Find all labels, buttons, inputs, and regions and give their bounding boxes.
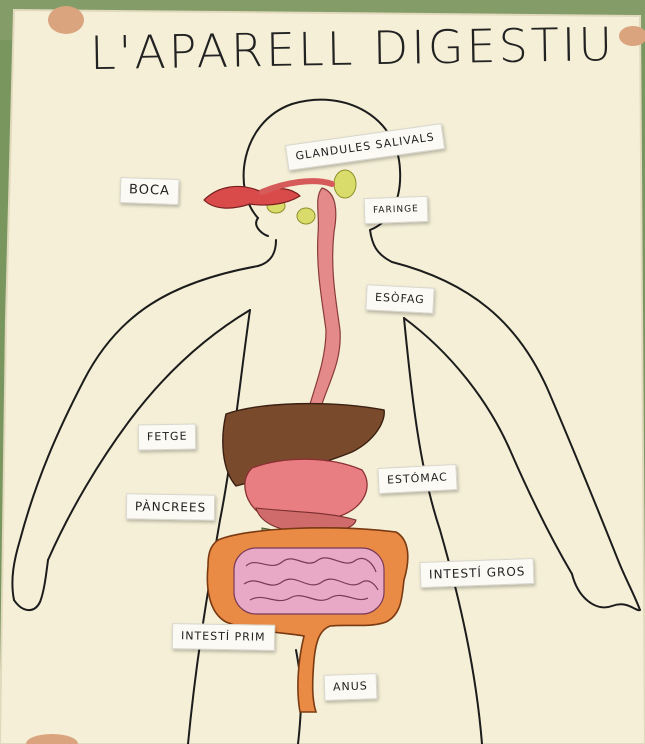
label-small-intestine: INTESTÍ PRIM bbox=[172, 623, 275, 651]
label-pancreas: PÀNCREES bbox=[126, 493, 216, 521]
label-liver: FETGE bbox=[138, 423, 197, 450]
label-mouth: BOCA bbox=[120, 177, 180, 205]
label-stomach: ESTÓMAC bbox=[377, 464, 457, 494]
finger-top-left bbox=[48, 6, 84, 34]
label-pharynx: FARINGE bbox=[364, 196, 429, 224]
label-large-intestine: INTESTÍ GROS bbox=[420, 558, 535, 588]
label-esophagus: ESÒFAG bbox=[365, 284, 434, 314]
label-anus: ANUS bbox=[324, 673, 378, 701]
poster-title: L'APARELL DIGESTIU bbox=[90, 18, 561, 80]
